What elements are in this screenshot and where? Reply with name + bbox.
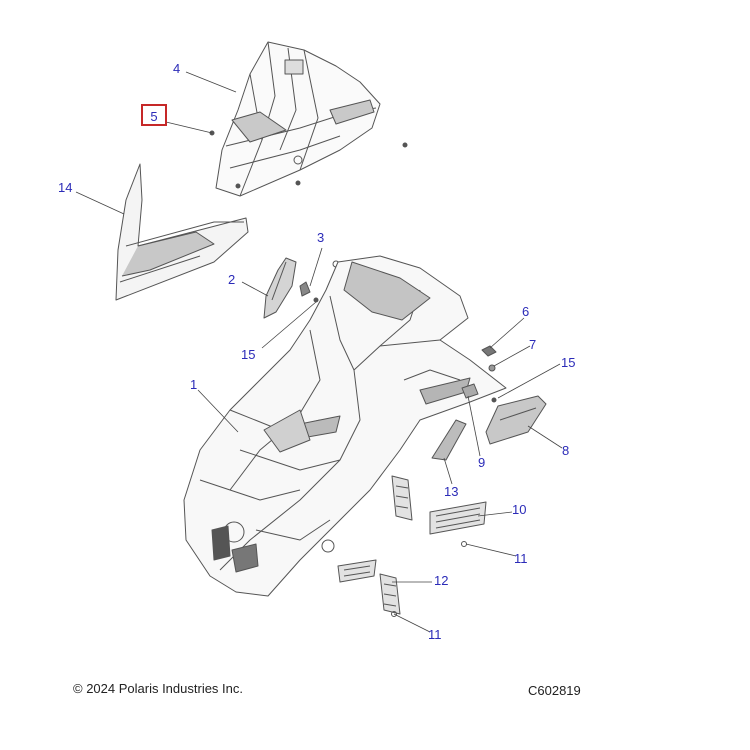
drawing-id: C602819 — [528, 683, 581, 698]
vent-grille-part-12 — [337, 475, 413, 617]
callout-2[interactable]: 2 — [228, 272, 236, 287]
callout-5-highlighted[interactable]: 5 — [141, 104, 167, 126]
callout-15-right[interactable]: 15 — [561, 355, 576, 370]
copyright-notice: © 2024 Polaris Industries Inc. — [73, 681, 243, 696]
hood-part-1 — [183, 255, 507, 597]
callout-7[interactable]: 7 — [529, 337, 537, 352]
callout-9[interactable]: 9 — [478, 455, 486, 470]
callout-8[interactable]: 8 — [562, 443, 570, 458]
windshield-part-4 — [209, 41, 408, 197]
leader-lines — [75, 71, 563, 633]
callout-12[interactable]: 12 — [434, 573, 449, 588]
callout-14[interactable]: 14 — [58, 180, 73, 195]
fasteners-part-6-7 — [481, 345, 497, 403]
callout-15-left[interactable]: 15 — [241, 347, 256, 362]
callout-1[interactable]: 1 — [190, 377, 198, 392]
callout-6[interactable]: 6 — [522, 304, 530, 319]
side-panel-part-14 — [115, 163, 249, 301]
trim-part-9 — [461, 383, 479, 399]
callout-11-upper[interactable]: 11 — [514, 551, 528, 566]
side-vent-part-8 — [485, 395, 547, 445]
callout-13[interactable]: 13 — [444, 484, 459, 499]
callout-3[interactable]: 3 — [317, 230, 325, 245]
trim-part-2 — [263, 257, 297, 319]
trim-strip-part-13 — [431, 419, 467, 461]
callout-4[interactable]: 4 — [173, 61, 181, 76]
vent-grille-part-10 — [429, 501, 487, 547]
callout-10[interactable]: 10 — [512, 502, 527, 517]
callout-11-lower[interactable]: 11 — [428, 627, 442, 642]
